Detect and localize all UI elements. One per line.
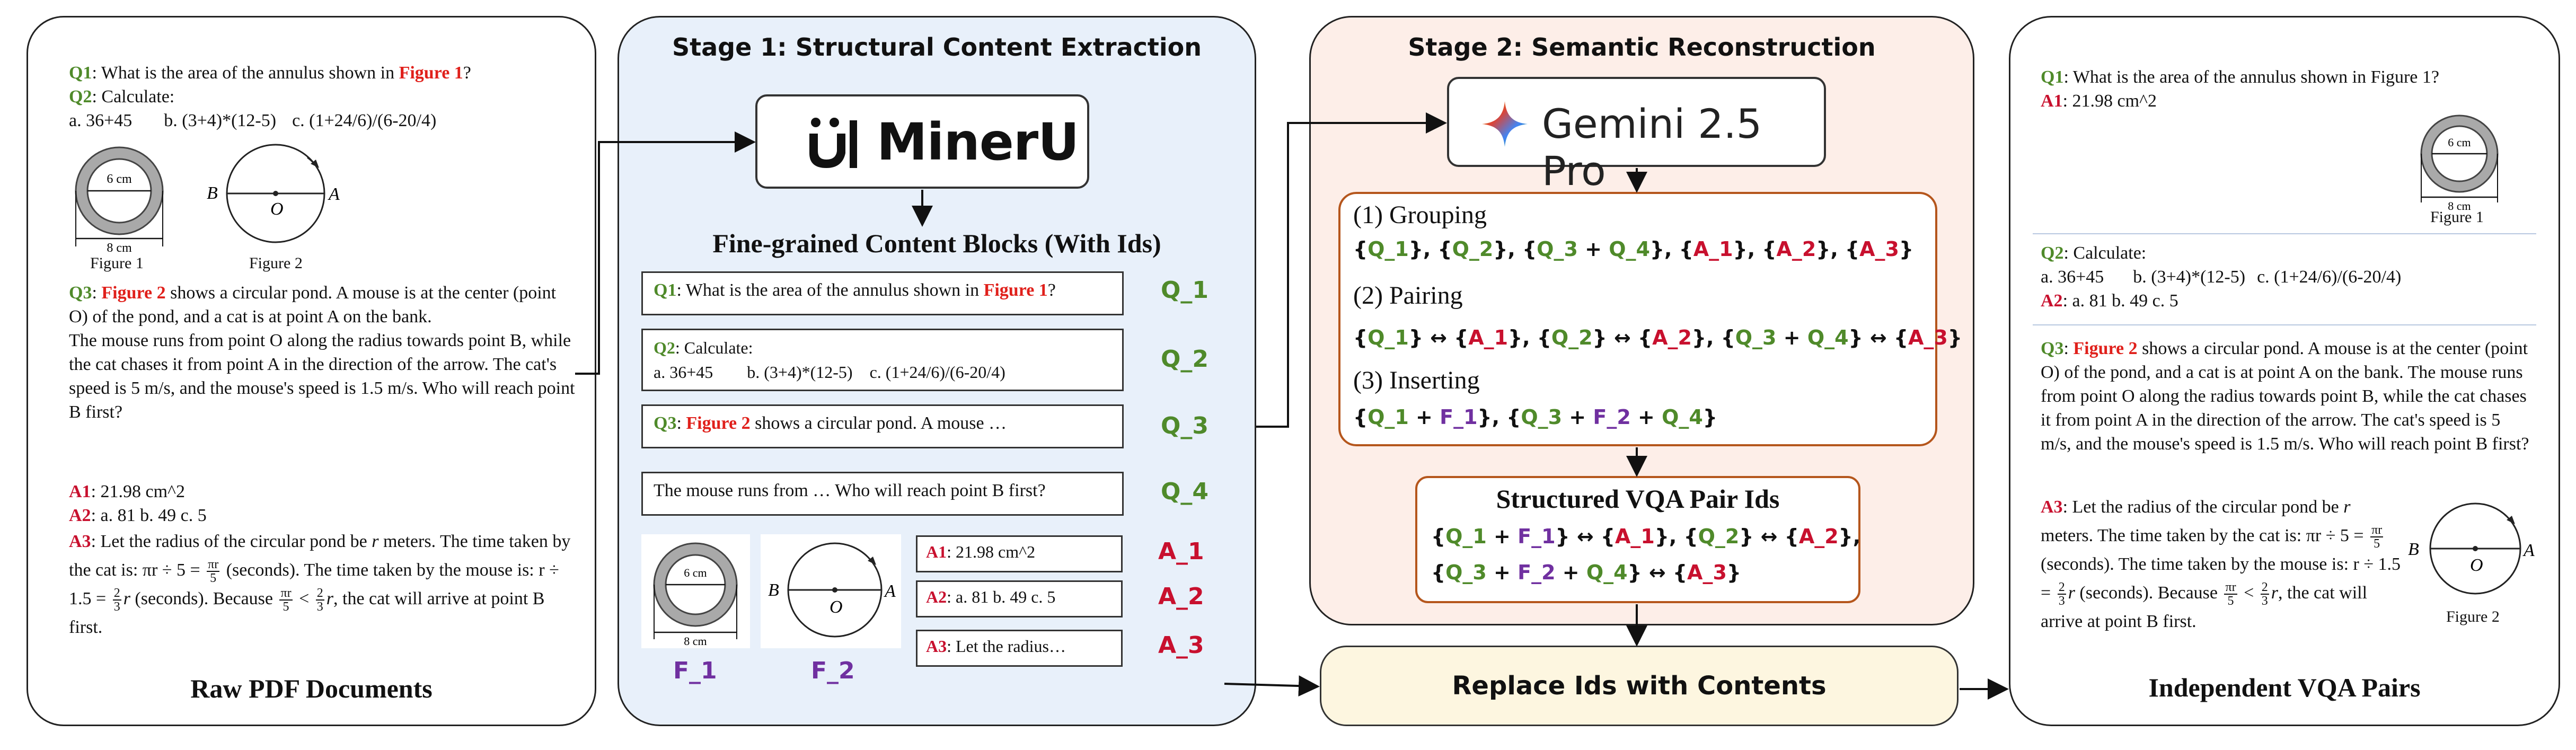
inserting-ids: {Q_1 + F_1}, {Q_3 + F_2 + Q_4} (1353, 405, 1717, 429)
tag-q3: Q_3 (1161, 412, 1209, 439)
grouping-ids: {Q_1}, {Q_2}, {Q_3 + Q_4}, {A_1}, {A_2},… (1353, 237, 1913, 261)
raw-a3: A3: Let the radius of the circular pond … (69, 532, 571, 638)
tag-f1: F_1 (673, 657, 717, 684)
svg-text:A: A (884, 581, 896, 601)
replace-ids-box: Replace Ids with Contents (1320, 646, 1959, 726)
annulus-figure: 6 cm 8 cm (75, 146, 164, 254)
svg-text:8 cm: 8 cm (684, 634, 707, 648)
raw-a1: A1: 21.98 cm^2 (69, 482, 185, 501)
out-figure2-caption: Figure 2 (2446, 608, 2500, 625)
tag-q1: Q_1 (1161, 277, 1209, 304)
tag-a3: A_3 (1158, 632, 1204, 659)
structured-pairs-title: Structured VQA Pair Ids (1496, 484, 1780, 514)
svg-text:6 cm: 6 cm (107, 172, 132, 186)
out-q3: Q3: Figure 2 shows a circular pond. A mo… (2041, 339, 2529, 454)
step-pairing-label: (2) Pairing (1353, 281, 1463, 310)
svg-text:6 cm: 6 cm (684, 566, 707, 579)
out-divider-1 (2033, 233, 2536, 234)
tag-a1: A_1 (1158, 538, 1204, 565)
pond-figure: B O A (207, 144, 340, 243)
output-panel (2009, 16, 2560, 726)
block-q1: Q1: What is the area of the annulus show… (641, 271, 1124, 315)
raw-q3: Q3: Figure 2 shows a circular pond. A mo… (69, 283, 575, 422)
structured-pairs-line1: {Q_1 + F_1} ↔ {A_1}, {Q_2} ↔ {A_2}, (1431, 525, 1861, 548)
gemini-logo-text: Gemini 2.5 Pro (1542, 100, 1762, 195)
raw-a2: A2: a. 81 b. 49 c. 5 (69, 506, 207, 525)
step-inserting-label: (3) Inserting (1353, 366, 1480, 394)
block-q4: The mouse runs from … Who will reach poi… (641, 472, 1124, 516)
mineru-logo-box: MinerU (755, 94, 1089, 189)
stage1-title: Stage 1: Structural Content Extraction (672, 33, 1202, 61)
tag-f2: F_2 (811, 657, 855, 684)
block-q3: Q3: Figure 2 shows a circular pond. A mo… (641, 404, 1124, 448)
figure-block-f1: 6 cm 8 cm (641, 534, 750, 648)
block-a3: A3: Let the radius… (916, 630, 1123, 667)
svg-text:8 cm: 8 cm (107, 241, 132, 254)
out-pond-figure: B O A (2408, 502, 2535, 595)
gemini-logo-box: Gemini 2.5 Pro (1447, 77, 1826, 195)
svg-text:O: O (270, 199, 284, 219)
mineru-logo-text: MinerU (877, 112, 1079, 172)
block-a2: A2: a. 81 b. 49 c. 5 (916, 580, 1123, 617)
tag-q2: Q_2 (1161, 346, 1209, 373)
mineru-logo-icon (809, 118, 857, 168)
svg-text:6 cm: 6 cm (2448, 136, 2471, 149)
content-blocks-subtitle: Fine-grained Content Blocks (With Ids) (712, 228, 1161, 258)
step-grouping-label: (1) Grouping (1353, 201, 1487, 229)
svg-text:B: B (207, 183, 218, 203)
out-annulus-figure: 6 cm 8 cm (2420, 114, 2499, 213)
svg-text:O: O (2470, 555, 2483, 575)
svg-text:B: B (2408, 540, 2419, 559)
block-q2: Q2: Calculate: a. 36+45 b. (3+4)*(12-5) … (641, 329, 1124, 391)
out-figure1-caption: Figure 1 (2430, 208, 2484, 226)
tag-a2: A_2 (1158, 583, 1204, 610)
figure-block-f2: B O A (761, 534, 901, 648)
svg-text:O: O (830, 597, 843, 617)
out-q1: Q1: What is the area of the annulus show… (2041, 67, 2439, 87)
pairing-ids: {Q_1} ↔ {A_1}, {Q_2} ↔ {A_2}, {Q_3 + Q_4… (1353, 326, 1962, 349)
out-divider-2 (2033, 324, 2536, 325)
output-title: Independent VQA Pairs (2148, 673, 2421, 702)
pond-figure-small: B O A (768, 542, 896, 638)
figure2-caption: Figure 2 (249, 254, 303, 272)
structured-pairs-line2: {Q_3 + F_2 + Q_4} ↔ {A_3} (1431, 561, 1741, 584)
figure1-caption: Figure 1 (90, 254, 144, 272)
out-a3: A3: Let the radius of the circular pond … (2041, 497, 2401, 632)
svg-text:8 cm: 8 cm (2448, 199, 2471, 213)
svg-text:A: A (2522, 541, 2535, 560)
svg-text:A: A (328, 184, 340, 204)
svg-text:B: B (768, 580, 779, 600)
annulus-figure-small: 6 cm 8 cm (653, 542, 738, 648)
reasoning-steps-box (1338, 192, 1937, 446)
block-a1: A1: 21.98 cm^2 (916, 535, 1123, 572)
structured-pairs-box (1415, 476, 1860, 603)
raw-pdf-panel (27, 16, 596, 726)
raw-pdf-title: Raw PDF Documents (190, 674, 433, 703)
stage2-title: Stage 2: Semantic Reconstruction (1408, 33, 1876, 61)
out-a2: A2: a. 81 b. 49 c. 5 (2041, 291, 2178, 311)
raw-q2: Q2: Calculate: (69, 87, 175, 107)
raw-q1: Q1: What is the area of the annulus show… (69, 63, 471, 83)
gemini-star-icon (1482, 101, 1528, 147)
tag-q4: Q_4 (1161, 478, 1209, 505)
out-a1: A1: 21.98 cm^2 (2041, 91, 2157, 111)
